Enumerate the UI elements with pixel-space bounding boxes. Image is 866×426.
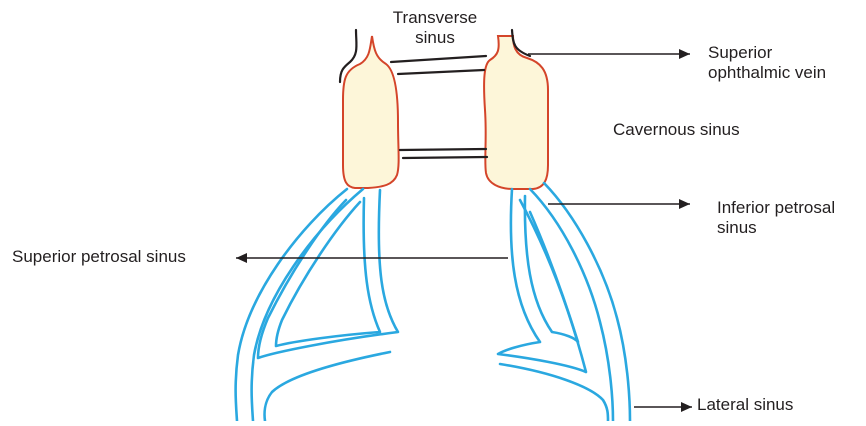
- cavernous-sinus-label: Cavernous sinus: [613, 120, 740, 140]
- left-lateral-sinus-curve: [265, 352, 390, 421]
- left-outer-petrosal-vessel-inner: [252, 189, 363, 421]
- superior-ophthalmic-vein-arrow-head: [679, 49, 690, 59]
- right-outer-petrosal-vessel: [544, 183, 630, 421]
- left-cavernous-sinus: [343, 36, 399, 188]
- superior-petrosal-sinus-label: Superior petrosal sinus: [12, 247, 186, 267]
- posterior-intercavernous-lower: [403, 157, 487, 158]
- inferior-petrosal-sinus-arrow-head: [679, 199, 690, 209]
- lateral-sinus-label: Lateral sinus: [697, 395, 793, 415]
- inferior-petrosal-sinus-label: Inferior petrosal sinus: [717, 198, 835, 238]
- right-vessel-loop: [498, 189, 586, 372]
- lateral-sinus-arrow-head: [681, 402, 692, 412]
- anterior-intercavernous-upper: [391, 56, 486, 62]
- transverse-sinus-label: Transverse sinus: [375, 8, 495, 48]
- superior-petrosal-sinus-arrow-head: [236, 253, 247, 263]
- right-cavernous-sinus: [484, 36, 548, 189]
- posterior-intercavernous-upper: [400, 149, 486, 150]
- superior-ophthalmic-vein-label: Superior ophthalmic vein: [708, 43, 826, 83]
- right-lateral-sinus-curve: [500, 364, 608, 421]
- anterior-intercavernous-lower: [398, 70, 484, 74]
- right-outer-petrosal-vessel-inner: [530, 189, 613, 421]
